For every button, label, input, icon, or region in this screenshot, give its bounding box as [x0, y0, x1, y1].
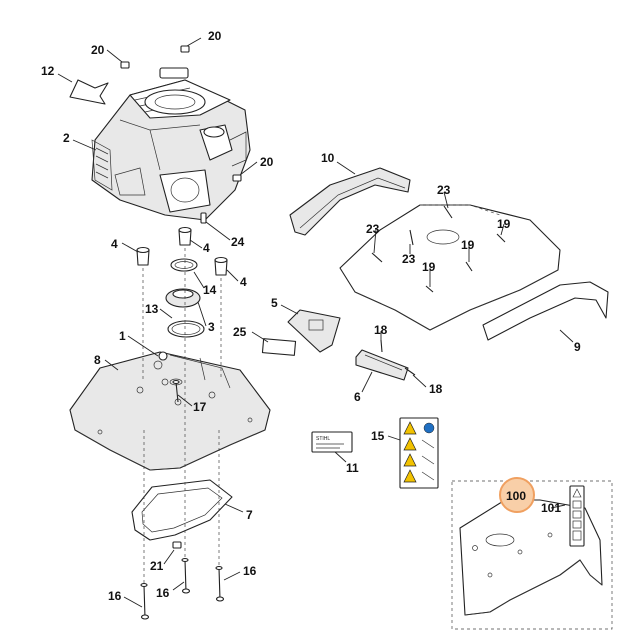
callout-21: 21	[150, 559, 164, 573]
o-ring-14	[170, 258, 198, 272]
callout-19-b: 19	[461, 238, 475, 252]
callout-9: 9	[574, 340, 581, 354]
warning-icon-1	[403, 421, 417, 435]
callout-19-c: 19	[422, 260, 436, 274]
callout-23-a: 23	[437, 183, 451, 197]
callout-18-a: 18	[374, 323, 388, 337]
callout-23-b: 23	[366, 222, 380, 236]
warning-icon-inset	[572, 488, 582, 498]
stud-19-b	[465, 261, 473, 272]
nut-1	[158, 351, 168, 361]
callout-13: 13	[145, 302, 159, 316]
stud-19-c	[425, 285, 434, 293]
handle-bracket-10	[289, 167, 411, 236]
housing-8	[69, 351, 271, 471]
callout-1: 1	[119, 329, 126, 343]
callout-25: 25	[233, 325, 247, 339]
side-cover-9	[482, 281, 609, 341]
info-icon-1	[423, 422, 435, 434]
nut-20-top-left	[120, 61, 130, 69]
top-cover-plate	[339, 204, 561, 331]
seal-3	[165, 288, 201, 308]
bolt-16-right	[215, 565, 225, 602]
callout-100: 100	[506, 489, 526, 503]
callout-numbers: 20 20 20 12 2 24 4 4 4 14 13 3 1 8 17 10…	[41, 29, 581, 603]
warning-icon-4	[403, 469, 417, 483]
rubber-mount-4-right	[214, 256, 228, 276]
decal-11-brand: STIHL	[316, 436, 330, 442]
stud-23-b	[371, 252, 383, 263]
screw-18-b	[404, 367, 416, 376]
leader-lines	[57, 37, 574, 608]
nut-21	[172, 541, 182, 549]
warning-icon-2	[403, 437, 417, 451]
callout-14: 14	[203, 283, 217, 297]
callout-12: 12	[41, 64, 55, 78]
callout-16-left: 16	[108, 589, 122, 603]
callout-19-a: 19	[497, 217, 511, 231]
nut-20-right	[232, 174, 242, 182]
bolt-16-left	[140, 582, 150, 620]
rubber-mount-4-left	[136, 246, 150, 266]
bolt-16-middle	[181, 557, 191, 594]
callout-4-center: 4	[203, 241, 210, 255]
callout-11: 11	[346, 461, 359, 475]
stud-23-c	[409, 229, 414, 246]
callout-3: 3	[208, 320, 215, 334]
callout-20-top-left: 20	[91, 43, 105, 57]
screw-18-a	[380, 339, 383, 353]
decal-11: STIHL	[311, 431, 353, 453]
callout-20-right: 20	[260, 155, 274, 169]
highlight-marker-100	[499, 477, 535, 513]
callout-24: 24	[231, 235, 245, 249]
callout-17: 17	[193, 400, 207, 414]
callout-20-top-right: 20	[208, 29, 222, 43]
callout-10: 10	[321, 151, 335, 165]
callout-4-left: 4	[111, 237, 118, 251]
stud-23-a	[443, 205, 453, 219]
engine-assembly	[91, 67, 251, 221]
callout-4-right: 4	[240, 275, 247, 289]
nut-20-top-right	[180, 45, 190, 53]
gasket-12	[69, 79, 109, 105]
inset-detail-box	[451, 480, 613, 630]
label-25	[261, 338, 297, 356]
insert-5	[287, 309, 341, 353]
callout-7: 7	[246, 508, 253, 522]
callout-6: 6	[354, 390, 361, 404]
callout-2: 2	[63, 131, 70, 145]
callout-23-c: 23	[402, 252, 416, 266]
pin-24	[200, 212, 207, 224]
callout-5: 5	[271, 296, 278, 310]
callout-16-right: 16	[243, 564, 257, 578]
rubber-mount-4-center	[178, 226, 192, 246]
callout-8: 8	[94, 353, 101, 367]
callout-101: 101	[541, 501, 561, 515]
callout-18-b: 18	[429, 382, 443, 396]
warning-icon-3	[403, 453, 417, 467]
safety-labels-15	[399, 417, 439, 489]
gasket-7	[131, 479, 233, 541]
callout-15: 15	[371, 429, 385, 443]
callout-16-middle: 16	[156, 586, 170, 600]
screw-17	[172, 379, 180, 403]
handle-grip-6	[355, 349, 409, 381]
stud-19-a	[496, 233, 506, 243]
